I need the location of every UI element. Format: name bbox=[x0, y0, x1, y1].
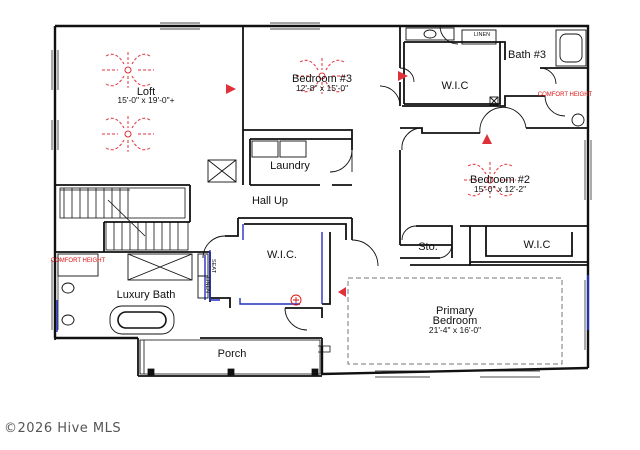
loft-label: Loft bbox=[137, 86, 155, 98]
linen-left-label: LINEN bbox=[204, 277, 210, 293]
staircase bbox=[59, 187, 189, 251]
hall-label: Hall Up bbox=[252, 195, 288, 207]
primary-dims: 21'-4" x 16'-0" bbox=[429, 325, 481, 335]
bath3-label: Bath #3 bbox=[508, 49, 546, 61]
primary-label-line1: Primary bbox=[436, 305, 474, 317]
seat-label: SEAT bbox=[210, 259, 216, 274]
loft-dims: 15'-0" x 19'-0"+ bbox=[117, 95, 174, 105]
wic-top-label: W.I.C bbox=[442, 80, 469, 92]
wic-bedroom2-label: W.I.C bbox=[524, 239, 551, 251]
bedroom2-label: Bedroom #2 bbox=[470, 174, 530, 186]
windows bbox=[51, 22, 592, 378]
primary-tray-ceiling bbox=[347, 277, 563, 365]
ceiling-fan-icon bbox=[101, 115, 155, 153]
luxury-bath-fixtures bbox=[57, 253, 302, 335]
laundry-label: Laundry bbox=[270, 160, 310, 172]
porch bbox=[139, 339, 331, 376]
bedroom2-dims: 15'-0" x 12'-2" bbox=[474, 184, 526, 194]
porch-label: Porch bbox=[218, 348, 247, 360]
primary-label-line2: Bedroom bbox=[433, 315, 478, 327]
luxury-bath-label: Luxury Bath bbox=[117, 289, 176, 301]
ceiling-fan-icon bbox=[101, 51, 155, 89]
interior-walls bbox=[54, 26, 588, 377]
red-markers bbox=[226, 71, 492, 297]
bedroom3-dims: 12'-8" x 15'-0" bbox=[296, 83, 348, 93]
linen-top-label: LINEN bbox=[474, 32, 490, 38]
wic-center-label: W.I.C. bbox=[267, 249, 297, 261]
bedroom3-label: Bedroom #3 bbox=[292, 73, 352, 85]
sto-label: Sto. bbox=[418, 241, 438, 253]
watermark: ©2026 Hive MLS bbox=[4, 421, 122, 436]
comfort-height-left-label: COMFORT HEIGHT bbox=[51, 258, 106, 264]
bath3-fixtures bbox=[405, 27, 587, 127]
comfort-height-top-label: COMFORT HEIGHT bbox=[538, 92, 593, 98]
laundry-appliances bbox=[207, 140, 307, 183]
